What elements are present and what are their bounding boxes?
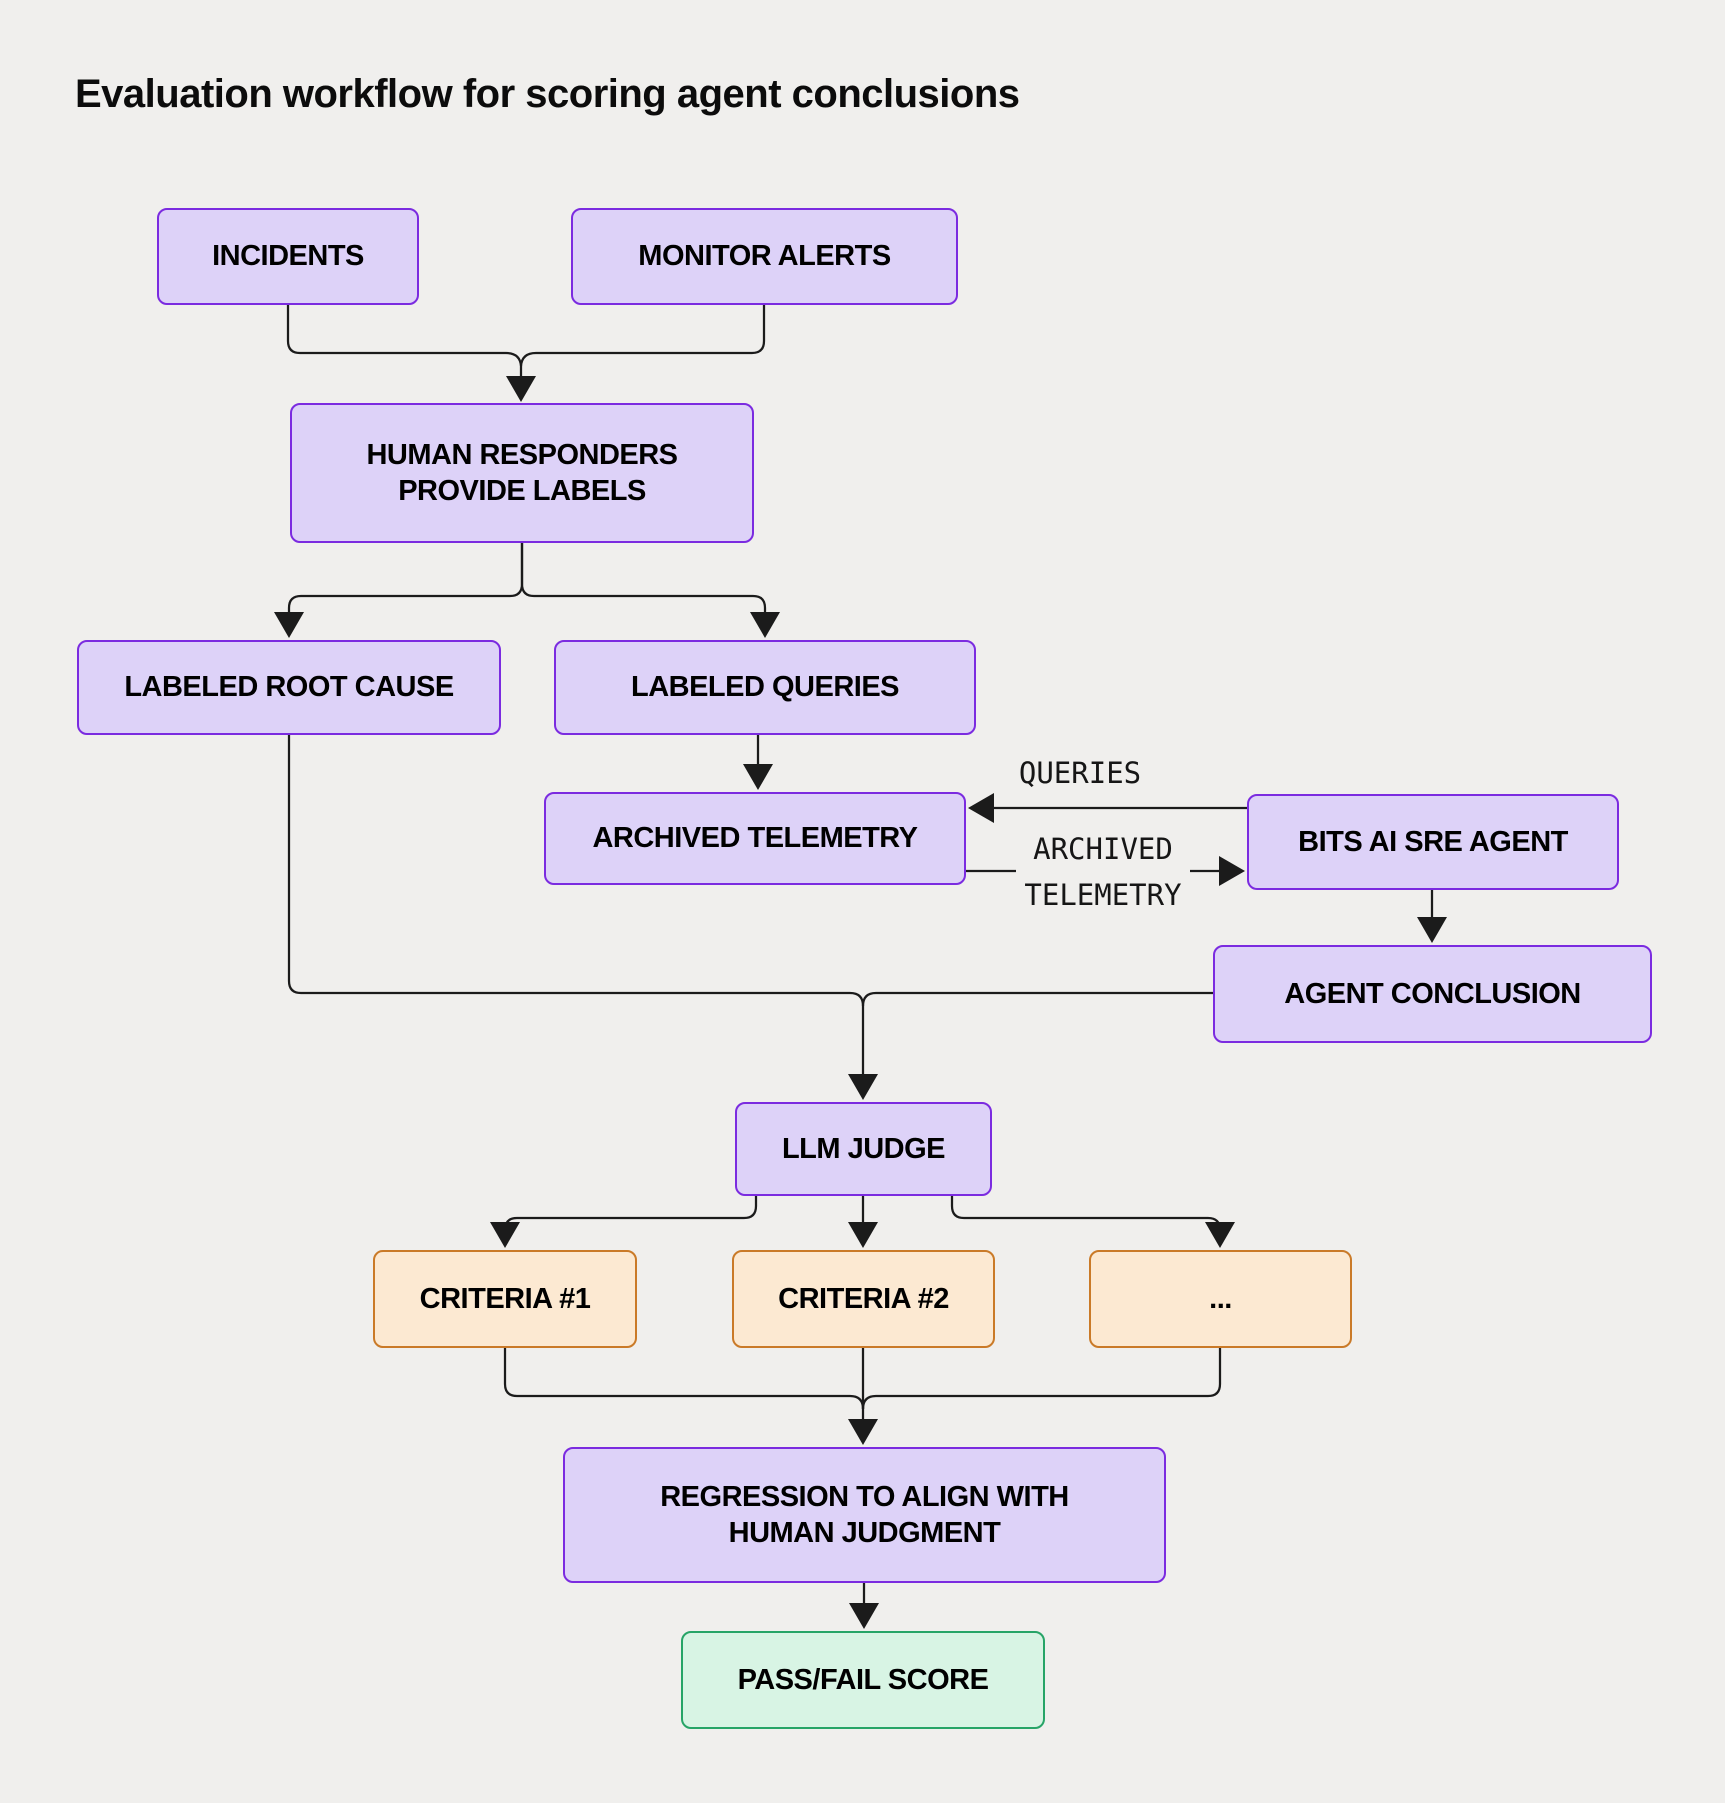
edge-human-responders-to-labeled-queries <box>520 543 780 638</box>
edge-criteria-1-to-regression <box>503 1348 865 1410</box>
edge-bits-agent-to-agent-conclusion <box>1417 890 1447 943</box>
node-llm-judge: LLM JUDGE <box>735 1102 992 1196</box>
edge-criteria-more-to-regression <box>861 1348 1222 1410</box>
edge-label-queries: QUERIES <box>1018 756 1142 790</box>
edge-labeled-root-cause-to-llm-judge <box>287 735 878 1100</box>
node-incidents: INCIDENTS <box>157 208 419 305</box>
edge-llm-judge-to-criteria-2 <box>848 1196 878 1248</box>
edge-bits-agent-to-archived-telemetry <box>968 793 1247 823</box>
edge-labeled-queries-to-archived-telemetry <box>743 735 773 790</box>
edge-incidents-to-human-responders <box>286 305 536 402</box>
node-pass-fail-score: PASS/FAIL SCORE <box>681 1631 1045 1729</box>
node-monitor-alerts: MONITOR ALERTS <box>571 208 958 305</box>
edge-criteria-2-to-regression <box>848 1348 878 1445</box>
edge-regression-to-pass-fail <box>849 1583 879 1629</box>
diagram-title: Evaluation workflow for scoring agent co… <box>75 72 1020 116</box>
node-labeled-queries: LABELED QUERIES <box>554 640 976 735</box>
node-archived-telemetry: ARCHIVED TELEMETRY <box>544 792 966 885</box>
node-criteria-ellipsis: ... <box>1089 1250 1352 1348</box>
edge-agent-conclusion-to-llm-judge <box>861 991 1213 1007</box>
node-agent-conclusion: AGENT CONCLUSION <box>1213 945 1652 1043</box>
node-bits-ai-sre-agent: BITS AI SRE AGENT <box>1247 794 1619 890</box>
edge-llm-judge-to-criteria-1 <box>490 1196 758 1248</box>
edge-llm-judge-to-criteria-more <box>950 1196 1235 1248</box>
edge-monitor-alerts-to-human-responders <box>519 305 766 367</box>
node-labeled-root-cause: LABELED ROOT CAUSE <box>77 640 501 735</box>
node-criteria-1: CRITERIA #1 <box>373 1250 637 1348</box>
edge-label-archived-telemetry: ARCHIVED TELEMETRY <box>1016 826 1190 918</box>
node-regression-align-human-judgment: REGRESSION TO ALIGN WITH HUMAN JUDGMENT <box>563 1447 1166 1583</box>
edge-human-responders-to-labeled-root-cause <box>274 543 524 638</box>
node-criteria-2: CRITERIA #2 <box>732 1250 995 1348</box>
node-human-responders-provide-labels: HUMAN RESPONDERS PROVIDE LABELS <box>290 403 754 543</box>
